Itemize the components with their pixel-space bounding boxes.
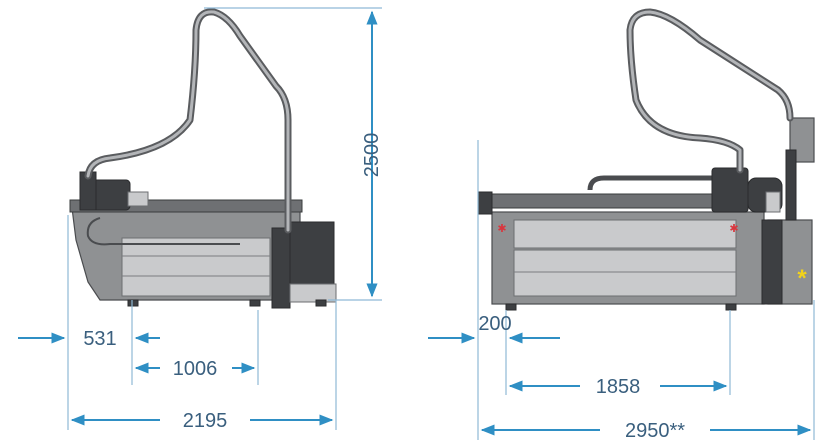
front-view: ✱ ✱ * — [477, 8, 815, 311]
front-view-handle-bar — [587, 175, 720, 191]
front-view-left-end — [477, 191, 493, 215]
dim-label-531: 531 — [83, 328, 116, 350]
front-view-lower-panel — [513, 249, 737, 297]
side-view-cutting-head — [91, 179, 131, 211]
front-view-right-column — [761, 219, 783, 305]
side-view-rear-column — [271, 227, 291, 309]
side-view-lower-panel — [121, 237, 271, 297]
front-view-mast — [785, 149, 797, 221]
front-view-red-marker-left: ✱ — [497, 223, 506, 235]
front-view-hose-arm — [626, 8, 794, 174]
front-view-yellow-marker: * — [797, 265, 807, 292]
dim-label-200: 200 — [478, 313, 511, 335]
dim-label-2950: 2950** — [625, 420, 685, 442]
front-view-gantry-cap — [765, 191, 781, 213]
dim-label-1858: 1858 — [596, 376, 641, 398]
side-view-front-bumper — [86, 217, 240, 246]
front-view-gantry-head — [711, 167, 749, 213]
side-view-dimensions: 2500 531 1006 2195 — [18, 7, 383, 432]
side-view — [69, 8, 337, 309]
side-view-foot-front — [127, 299, 139, 307]
front-view-light-panel — [513, 219, 737, 249]
front-view-upper-box — [789, 117, 815, 163]
side-view-rear-cabinet — [289, 221, 335, 285]
side-view-foot-rear — [315, 299, 327, 307]
dim-label-2195: 2195 — [183, 410, 228, 432]
dim-label-1006: 1006 — [173, 358, 218, 380]
side-view-rear-base — [289, 283, 337, 303]
front-view-dimensions: 200 1858 2950** — [428, 140, 815, 442]
side-view-foot-middle — [249, 299, 261, 307]
front-view-red-marker-right: ✱ — [729, 223, 738, 235]
dim-label-height: 2500 — [361, 133, 383, 178]
side-view-head-cover — [127, 191, 149, 207]
